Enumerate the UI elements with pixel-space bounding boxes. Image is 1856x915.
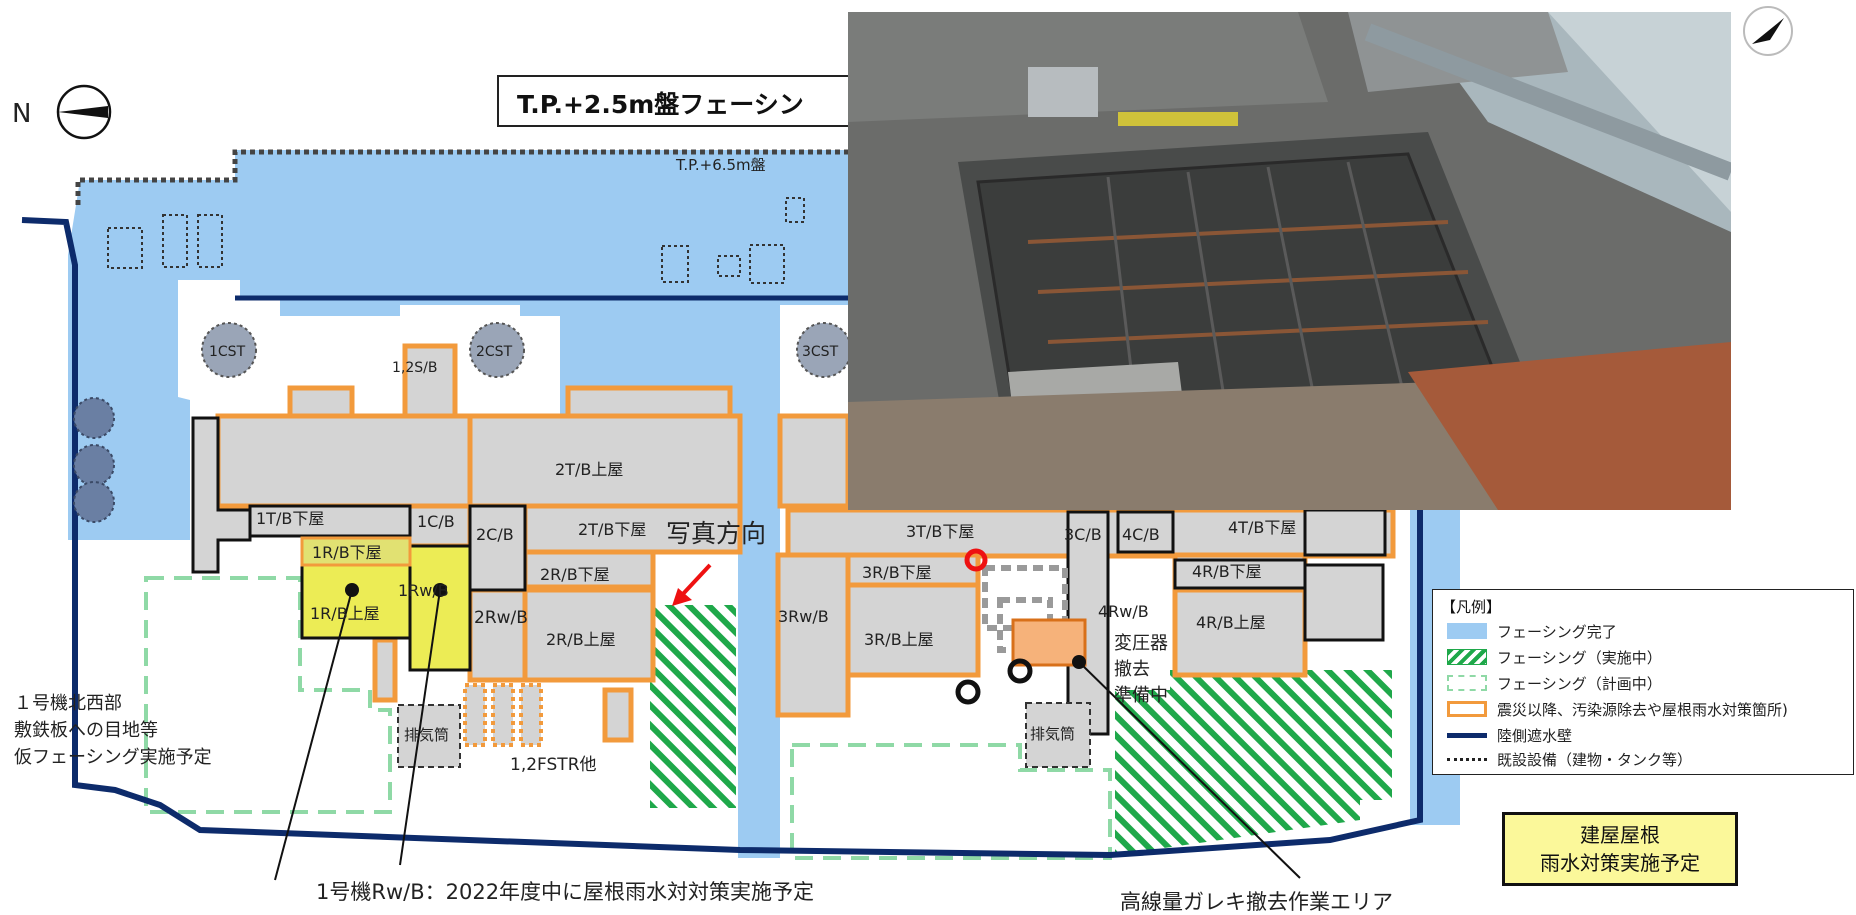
- well-marker-1: [955, 679, 981, 705]
- unit1-yellow-lower-band: [300, 536, 412, 567]
- legend-swatch-blue: [1447, 623, 1487, 639]
- t3-lower-label: 3T/B下屋: [906, 522, 974, 541]
- r4-upper-label: 4R/B上屋: [1196, 613, 1266, 632]
- legend-label: フェーシング（計画中）: [1497, 674, 1662, 693]
- rw1-label: 1Rw/B: [398, 581, 449, 600]
- cst-tanks: [201, 322, 852, 378]
- dark-tanks: [73, 397, 115, 523]
- rw1-pointer-line: [399, 589, 441, 866]
- c1b-label: 1C/B: [417, 512, 455, 531]
- aerial-photo-drawing: [848, 12, 1731, 510]
- r1-pointer-line: [274, 589, 353, 881]
- legend-swatch-navy: [1447, 732, 1487, 738]
- nw-note-line-1: １号機北西部: [14, 693, 122, 714]
- rw4-label: 4Rw/B: [1098, 602, 1149, 621]
- r3-upper-label: 3R/B上屋: [864, 630, 934, 649]
- t4-lower-label: 4T/B下屋: [1228, 518, 1296, 537]
- cst3-label: 3CST: [802, 344, 839, 360]
- legend-label: フェーシング（実施中）: [1497, 648, 1662, 667]
- legend-item-dotted: 既設設備（建物・タンク等）: [1447, 748, 1692, 770]
- transformer-label-3: 準備中: [1114, 685, 1168, 706]
- rw2-label: 2Rw/B: [474, 608, 528, 628]
- legend-swatch-hatch: [1447, 649, 1487, 665]
- exhaust-stack-2: [1025, 702, 1091, 768]
- transformer-label-2: 撤去: [1114, 659, 1150, 680]
- facing-plan-area-2: [790, 743, 1112, 860]
- legend-item-navy-wall: 陸側遮水壁: [1447, 724, 1572, 746]
- tp65-label: T.P.+6.5m盤: [675, 156, 766, 174]
- legend-label: 既設設備（建物・タンク等）: [1497, 750, 1693, 769]
- fstr-label: 1,2FSTR他: [510, 755, 597, 775]
- rw-note: 1号機Rw/B：2022年度中に屋根雨水対対策実施予定: [316, 880, 814, 904]
- rw3-label: 3Rw/B: [778, 607, 829, 626]
- t2-upper-label: 2T/B上屋: [555, 460, 623, 479]
- c3b-label: 3C/B: [1064, 525, 1102, 544]
- r2-upper-label: 2R/B上屋: [546, 630, 616, 649]
- c2b-label: 2C/B: [476, 525, 514, 544]
- t1-lower-label: 1T/B下屋: [256, 509, 324, 528]
- cst1-label: 1CST: [209, 344, 246, 360]
- photo-direction-arrow: [680, 563, 712, 597]
- r1-upper-label: 1R/B上屋: [310, 604, 380, 623]
- nw-note-line-2: 敷鉄板への目地等: [14, 720, 158, 741]
- well-marker-2: [1007, 658, 1033, 684]
- r3-lower-label: 3R/B下屋: [862, 563, 932, 582]
- legend: 【凡例】 フェーシング完了 フェーシング（実施中） フェーシング（計画中） 震災…: [1432, 589, 1854, 775]
- compass-needle: [58, 106, 108, 118]
- compass-needle-photo: [1752, 18, 1784, 44]
- aerial-photo: [848, 12, 1731, 510]
- legend-swatch-orange: [1447, 701, 1487, 717]
- existing-structures: [107, 197, 805, 284]
- c4b-label: 4C/B: [1122, 525, 1160, 544]
- legend-swatch-dashed: [1447, 675, 1487, 691]
- yellow-box-line-2: 雨水対策実施予定: [1540, 851, 1700, 875]
- exhaust1-label: 排気筒: [404, 726, 449, 744]
- r2-lower-label: 2R/B下屋: [540, 565, 610, 584]
- legend-header: 【凡例】: [1441, 598, 1502, 616]
- fstr-structures: [463, 683, 543, 747]
- transformer-label-1: 変圧器: [1114, 633, 1168, 654]
- photo-direction-label: 写真方向: [666, 519, 766, 548]
- debris-note: 高線量ガレキ撤去作業エリア: [1120, 890, 1393, 914]
- tp65-boundary: [75, 149, 848, 205]
- legend-label: 震災以降、汚染源除去や屋根雨水対策箇所): [1497, 700, 1788, 719]
- nw-note-line-3: 仮フェーシング実施予定: [14, 747, 212, 768]
- t2-lower-label: 2T/B下屋: [578, 520, 646, 539]
- land-side-wall: [21, 217, 1423, 859]
- legend-label: フェーシング完了: [1497, 622, 1617, 641]
- photo-position-marker: [964, 548, 988, 572]
- legend-item-facing-complete: フェーシング完了: [1447, 620, 1617, 642]
- s12b-label: 1,2S/B: [392, 360, 437, 376]
- photo-direction-arrowhead: [672, 588, 692, 606]
- exhaust-stack-1: [397, 704, 461, 768]
- facing-wip-area-1: [650, 605, 736, 808]
- yellow-box-line-1: 建屋屋根: [1580, 823, 1660, 847]
- exhaust2-label: 排気筒: [1030, 725, 1075, 743]
- facing-wip-area-2: [1115, 670, 1392, 855]
- transformer-area: [1011, 618, 1087, 667]
- legend-item-orange-outline: 震災以降、汚染源除去や屋根雨水対策箇所): [1447, 698, 1788, 720]
- compass-n-label: N: [12, 99, 31, 129]
- cst2-label: 2CST: [476, 344, 513, 360]
- debris-pointer-line: [1078, 661, 1301, 879]
- roof-rain-countermeasure-box: 建屋屋根 雨水対策実施予定: [1502, 812, 1738, 886]
- legend-item-facing-plan: フェーシング（計画中）: [1447, 672, 1662, 694]
- r1-lower-label: 1R/B下屋: [312, 543, 382, 562]
- r4-lower-label: 4R/B下屋: [1192, 562, 1262, 581]
- title-text: T.P.+2.5m盤フェーシン: [517, 90, 804, 119]
- title-box: T.P.+2.5m盤フェーシン: [497, 75, 877, 127]
- buildings: [215, 343, 1396, 743]
- legend-item-facing-wip: フェーシング（実施中）: [1447, 646, 1662, 668]
- legend-label: 陸側遮水壁: [1497, 726, 1573, 745]
- legend-swatch-dotted: [1447, 757, 1487, 761]
